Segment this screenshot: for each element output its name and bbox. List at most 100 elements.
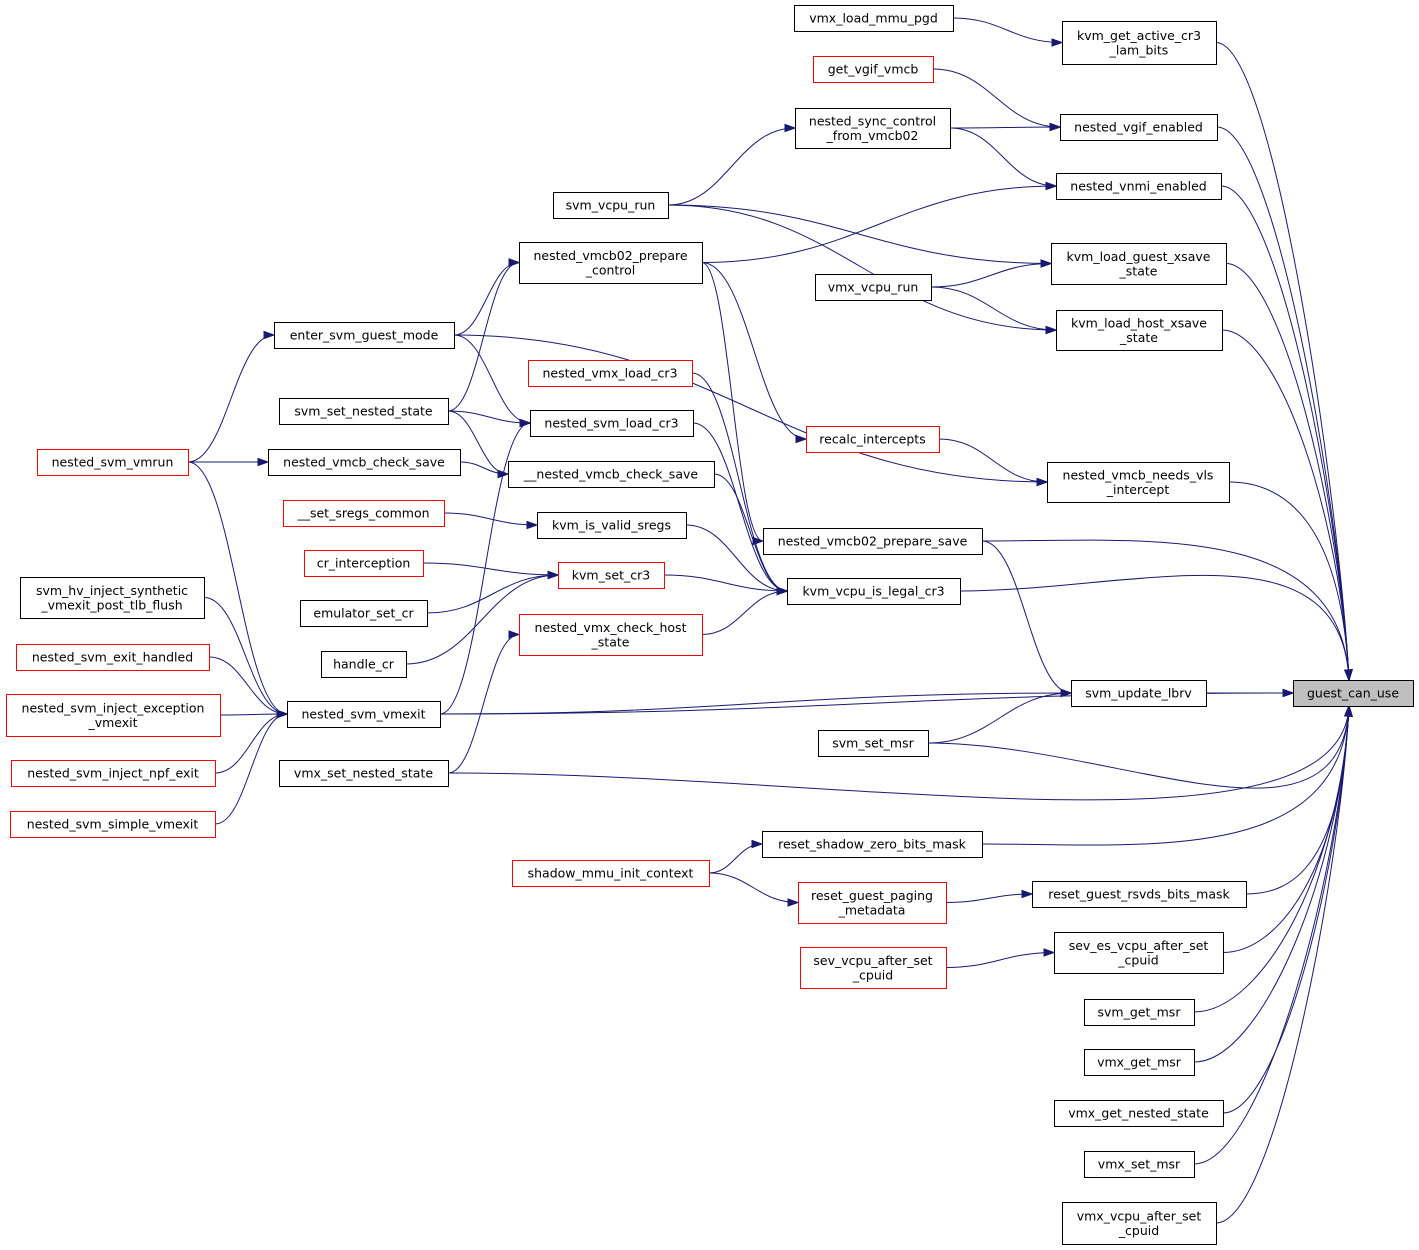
node-kvm-load-guest-xsave-state[interactable]: kvm_load_guest_xsave_state [1051, 243, 1227, 285]
edge-line [952, 17, 1063, 43]
node-vmx-load-mmu-pgd[interactable]: vmx_load_mmu_pgd [794, 5, 954, 32]
edge-svm-vcpu-run-to-kvm-load-guest-xsave-state [667, 204, 1053, 268]
node-nested-svm-inject-npf-exit[interactable]: nested_svm_inject_npf_exit [11, 760, 216, 787]
node-nested-vmcb-check-save-pub[interactable]: nested_vmcb_check_save [268, 449, 461, 476]
node-reset-guest-paging-metadata[interactable]: reset_guest_paging_metadata [798, 882, 947, 924]
edge-svm-set-nested-state-to-nested-vmcb-check-save-priv [447, 410, 510, 479]
node-vmx-get-nested-state[interactable]: vmx_get_nested_state [1054, 1100, 1224, 1127]
node-nested-svm-vmexit[interactable]: nested_svm_vmexit [287, 701, 441, 728]
edge-nested-vmcb02-prepare-control-to-nested-vmcb02-prepare-save [701, 262, 765, 546]
node-cr-interception[interactable]: cr_interception [304, 550, 424, 577]
node-box [795, 108, 951, 149]
node-svm-set-msr[interactable]: svm_set_msr [818, 730, 929, 757]
node-label: nested_svm_vmrun [52, 455, 174, 470]
node-nested-vmcb-check-save-priv[interactable]: __nested_vmcb_check_save [508, 461, 715, 488]
node-label: vmx_set_nested_state [294, 766, 433, 781]
edge-enter-svm-guest-mode-to-nested-svm-load-cr3 [453, 334, 532, 428]
node-box [806, 426, 940, 453]
node-box [553, 192, 669, 219]
node-recalc-intercepts[interactable]: recalc_intercepts [806, 426, 940, 453]
node-reset-guest-rsvds-bits-mask[interactable]: reset_guest_rsvds_bits_mask [1032, 881, 1247, 908]
node-vmx-set-nested-state[interactable]: vmx_set_nested_state [279, 760, 449, 787]
node-svm-get-msr[interactable]: svm_get_msr [1084, 999, 1195, 1026]
arrow-head-icon [263, 330, 276, 340]
edge-line [1225, 263, 1350, 681]
node-label: vmx_get_msr [1097, 1055, 1182, 1070]
node-label: _cpuid [852, 967, 893, 982]
edge-enter-svm-guest-mode-to-nested-vmcb02-prepare-control [453, 258, 521, 336]
node-handle-cr[interactable]: handle_cr [321, 651, 407, 678]
node-label: get_vgif_vmcb [828, 62, 919, 77]
node-vmx-get-msr[interactable]: vmx_get_msr [1084, 1049, 1195, 1076]
node-nested-svm-vmrun[interactable]: nested_svm_vmrun [37, 449, 189, 476]
node-svm-hv-inject-synthetic-vmexit-post-tlb-flush[interactable]: svm_hv_inject_synthetic_vmexit_post_tlb_… [20, 577, 205, 619]
edge-line [708, 843, 763, 874]
node-box [508, 461, 715, 488]
edge-kvm-get-active-cr3-lam-bits-to-guest-can-use [1215, 42, 1353, 682]
node-sev-es-vcpu-after-set-cpuid[interactable]: sev_es_vcpu_after_set_cpuid [1054, 932, 1224, 974]
node-svm-vcpu-run[interactable]: svm_vcpu_run [553, 192, 669, 219]
node-box [818, 730, 929, 757]
node-label: _control [585, 262, 636, 277]
node-box [279, 398, 449, 425]
edge-kvm-load-guest-xsave-state-to-guest-can-use [1225, 263, 1353, 682]
edge-nested-vmx-check-host-state-to-kvm-vcpu-is-legal-cr3 [701, 586, 789, 635]
node-box [530, 410, 694, 437]
node-nested-svm-simple-vmexit[interactable]: nested_svm_simple_vmexit [10, 811, 216, 838]
node-enter-svm-guest-mode[interactable]: enter_svm_guest_mode [274, 322, 455, 349]
node-shadow-mmu-init-context[interactable]: shadow_mmu_init_context [512, 860, 710, 887]
edge-nested-svm-simple-vmexit-to-nested-svm-vmexit [214, 709, 289, 825]
node-nested-vgif-enabled[interactable]: nested_vgif_enabled [1060, 114, 1218, 141]
arrow-head-icon [1045, 181, 1058, 191]
node-box [1062, 21, 1217, 65]
node-box [287, 701, 441, 728]
node-kvm-vcpu-is-legal-cr3[interactable]: kvm_vcpu_is_legal_cr3 [787, 578, 961, 605]
edge-shadow-mmu-init-context-to-reset-guest-paging-metadata [708, 872, 800, 907]
node-label: _cpuid [1118, 1223, 1159, 1238]
edge-nested-vnmi-enabled-to-guest-can-use [1220, 185, 1353, 682]
node-vmx-vcpu-after-set-cpuid[interactable]: vmx_vcpu_after_set_cpuid [1062, 1202, 1217, 1245]
node-label: _metadata [838, 902, 906, 917]
node-label: vmx_set_msr [1098, 1157, 1181, 1172]
edge-line [708, 872, 799, 903]
node-nested-vmx-load-cr3[interactable]: nested_vmx_load_cr3 [528, 360, 693, 387]
node-box [1084, 1151, 1195, 1178]
node-svm-update-lbrv[interactable]: svm_update_lbrv [1071, 680, 1207, 707]
node-emulator-set-cr[interactable]: emulator_set_cr [300, 600, 428, 627]
node-get-vgif-vmcb[interactable]: get_vgif_vmcb [813, 56, 934, 83]
node-box [1054, 932, 1224, 974]
edge-shadow-mmu-init-context-to-reset-shadow-zero-bits-mask [708, 839, 764, 874]
node-kvm-load-host-xsave-state[interactable]: kvm_load_host_xsave_state [1056, 310, 1223, 351]
node-nested-svm-exit-handled[interactable]: nested_svm_exit_handled [16, 644, 210, 671]
node-reset-shadow-zero-bits-mask[interactable]: reset_shadow_zero_bits_mask [762, 831, 983, 858]
node-nested-vnmi-enabled[interactable]: nested_vnmi_enabled [1056, 173, 1222, 200]
node-set-sregs-common[interactable]: __set_sregs_common [283, 500, 445, 527]
node-kvm-is-valid-sregs[interactable]: kvm_is_valid_sregs [537, 512, 687, 539]
node-kvm-set-cr3[interactable]: kvm_set_cr3 [558, 562, 665, 589]
node-label: vmx_vcpu_run [828, 280, 919, 295]
node-vmx-vcpu-run[interactable]: vmx_vcpu_run [815, 274, 932, 301]
node-nested-svm-inject-exception-vmexit[interactable]: nested_svm_inject_exception_vmexit [6, 694, 221, 737]
edge-line [1222, 705, 1350, 1114]
node-nested-vmcb-needs-vls-intercept[interactable]: nested_vmcb_needs_vls_intercept [1047, 462, 1230, 503]
node-label: enter_svm_guest_mode [290, 328, 439, 343]
node-label: svm_vcpu_run [566, 198, 656, 213]
edge-line [447, 634, 520, 774]
node-nested-sync-control-from-vmcb02[interactable]: nested_sync_control_from_vmcb02 [795, 108, 951, 149]
edge-svm-update-lbrv-to-guest-can-use [1205, 688, 1295, 698]
node-box [16, 644, 210, 671]
node-box [794, 5, 954, 32]
node-box [1293, 680, 1414, 707]
node-kvm-get-active-cr3-lam-bits[interactable]: kvm_get_active_cr3_lam_bits [1062, 21, 1217, 65]
node-box [268, 449, 461, 476]
node-vmx-set-msr[interactable]: vmx_set_msr [1084, 1151, 1195, 1178]
node-nested-svm-load-cr3[interactable]: nested_svm_load_cr3 [530, 410, 694, 437]
node-label: _lam_bits [1109, 42, 1169, 57]
node-sev-vcpu-after-set-cpuid[interactable]: sev_vcpu_after_set_cpuid [800, 947, 947, 989]
node-nested-vmcb02-prepare-control[interactable]: nested_vmcb02_prepare_control [519, 242, 703, 284]
node-svm-set-nested-state[interactable]: svm_set_nested_state [279, 398, 449, 425]
node-nested-vmcb02-prepare-save[interactable]: nested_vmcb02_prepare_save [763, 528, 983, 555]
node-box [1084, 999, 1195, 1026]
node-nested-vmx-check-host-state[interactable]: nested_vmx_check_host_state [519, 614, 703, 656]
node-label: nested_sync_control [809, 113, 936, 128]
